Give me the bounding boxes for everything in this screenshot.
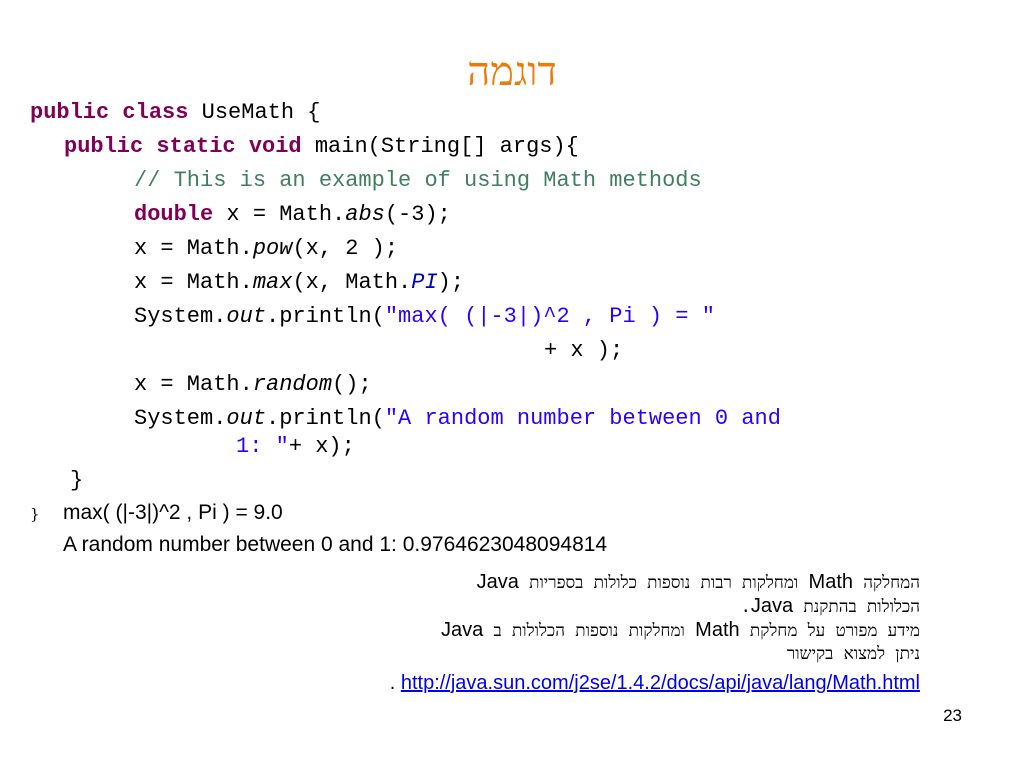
field-name: out [226, 406, 267, 431]
code-text: (-3); [384, 202, 451, 227]
code-comment: // This is an example of using Math meth… [134, 168, 702, 193]
method-name: pow [252, 236, 293, 261]
note-term: Math [695, 619, 740, 641]
code-line-max: x = Math.max(x, Math.PI); [134, 266, 464, 300]
code-line-pow: x = Math.pow(x, 2 ); [134, 232, 398, 266]
note-line-4: ניתן למצוא בקישור [100, 643, 920, 666]
note-term: Java [441, 619, 484, 641]
code-line-close-class: } [30, 505, 40, 523]
code-text: x = Math. [134, 372, 253, 397]
code-text: x = Math. [134, 270, 253, 295]
note-term: Java [476, 571, 519, 593]
constant-name: PI [411, 270, 438, 295]
field-name: out [226, 304, 267, 329]
string-literal: "max( (|-3|)^2 , Pi ) = " [384, 304, 715, 329]
slide-title: דוגמה [467, 49, 557, 95]
code-text: } [70, 468, 84, 493]
code-line-class-declaration: public class UseMath { [30, 96, 320, 130]
math-docs-link[interactable]: http://java.sun.com/j2se/1.4.2/docs/api/… [400, 672, 920, 694]
code-text: + x ); [544, 338, 624, 363]
code-text: x = Math. [134, 236, 253, 261]
code-line-comment: // This is an example of using Math meth… [134, 164, 702, 198]
code-line-println-random: System.out.println("A random number betw… [134, 402, 781, 436]
note-line-3: מידע מפורט על מחלקת Math ומחלקות נוספות … [100, 619, 920, 643]
code-line-abs: double x = Math.abs(-3); [134, 198, 451, 232]
page-number: 23 [943, 706, 962, 725]
code-text: main(String[] args){ [301, 134, 579, 159]
code-text: x = Math. [213, 202, 346, 227]
note-text: ומחלקות רבות נוספות כלולות בספריות [529, 573, 799, 593]
note-line-2: הכלולות בהתקנת Java. [100, 595, 920, 619]
note-text: המחלקה [863, 573, 920, 593]
note-text: ומחלקות נוספות הכלולות ב [493, 621, 685, 641]
method-name: abs [345, 202, 385, 227]
method-name: max [252, 270, 293, 295]
code-text: (x, 2 ); [292, 236, 399, 261]
code-text: System. [134, 304, 227, 329]
note-text: מידע מפורט על מחלקת [749, 621, 920, 641]
output-line-max: max( (|-3|)^2 , Pi ) = 9.0 [63, 501, 283, 524]
code-text: .println( [266, 406, 385, 431]
code-line-println-random-continued: 1: "+ x); [236, 430, 355, 464]
keyword: double [134, 202, 214, 227]
code-line-main-declaration: public static void main(String[] args){ [64, 130, 579, 164]
note-text: ניתן למצוא בקישור [786, 644, 920, 664]
note-link-row: . http://java.sun.com/j2se/1.4.2/docs/ap… [390, 670, 920, 696]
program-output: max( (|-3|)^2 , Pi ) = 9.0 A random numb… [63, 497, 607, 561]
code-line-concat: + x ); [544, 334, 623, 368]
note-text: . [740, 597, 751, 617]
note-term: Math [808, 571, 853, 593]
code-line-close-method: } [70, 464, 83, 498]
hebrew-notes: המחלקה Math ומחלקות רבות נוספות כלולות ב… [100, 571, 920, 666]
code-text: .println( [266, 304, 385, 329]
code-text: ); [437, 270, 465, 295]
code-line-random: x = Math.random(); [134, 368, 372, 402]
note-link-period: . [389, 672, 396, 694]
code-text: UseMath { [188, 100, 321, 125]
code-text: + x); [288, 434, 355, 459]
code-text: (); [332, 372, 372, 397]
note-term: Java [750, 595, 794, 617]
keyword: public static void [64, 134, 302, 159]
output-line-random: A random number between 0 and 1: 0.97646… [63, 533, 608, 556]
keyword: public class [30, 100, 189, 125]
code-line-println-max: System.out.println("max( (|-3|)^2 , Pi )… [134, 300, 715, 334]
method-name: random [252, 372, 333, 397]
note-line-1: המחלקה Math ומחלקות רבות נוספות כלולות ב… [100, 571, 920, 595]
code-text: (x, Math. [292, 270, 412, 295]
code-text: System. [134, 406, 227, 431]
string-literal: 1: " [236, 434, 289, 459]
string-literal: "A random number between 0 and [384, 406, 781, 431]
note-text: הכלולות בהתקנת [803, 597, 920, 617]
